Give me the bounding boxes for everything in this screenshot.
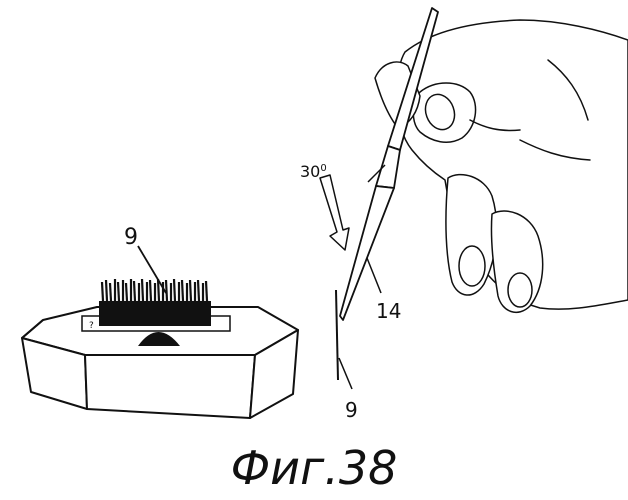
- tweezers: [340, 8, 438, 320]
- card-mark: ?: [89, 321, 94, 331]
- eyelash-strip: [99, 279, 211, 326]
- middle-fingernail: [459, 246, 485, 286]
- lash-ref-label: 9: [345, 398, 358, 422]
- stand-side-front: [85, 355, 255, 418]
- hand: [375, 20, 628, 312]
- tweezer-ref-label: 14: [376, 299, 401, 323]
- strip-ref-label: 9: [124, 225, 138, 250]
- angle-arrow: [320, 175, 349, 250]
- angle-degree-mark: 0: [320, 163, 326, 174]
- tweezer-leader-line: [367, 258, 381, 293]
- figure-caption: Фиг.38: [231, 441, 398, 495]
- lash-leader-line: [339, 358, 352, 389]
- single-eyelash: [336, 290, 338, 380]
- ring-fingernail: [508, 273, 532, 307]
- tweezers-joint: [376, 146, 400, 188]
